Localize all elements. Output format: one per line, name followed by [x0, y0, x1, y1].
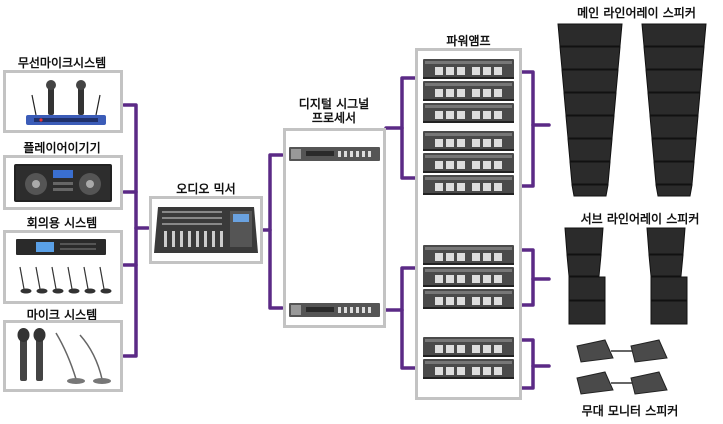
amplifier-box: [415, 48, 522, 400]
audio-mixer-icon: [154, 207, 258, 253]
processor-box: [283, 128, 386, 328]
signal-processor-icon: [289, 147, 380, 317]
amplifier-label: 파워앰프: [446, 34, 491, 48]
main-line-array-speaker-icon: [557, 23, 707, 197]
amp-group1-bracket: [400, 76, 417, 180]
amp-stack-monitor: [423, 337, 514, 379]
power-amplifier-icon: [423, 59, 514, 379]
sub-speaker-bracket: [520, 248, 535, 307]
processor-label-line1: 디지털 시그널: [298, 97, 370, 111]
microphone-system-icon: [17, 328, 111, 384]
processor-label: 디지털 시그널 프로세서: [278, 97, 390, 125]
wireless-mic-label: 무선마이크시스템: [17, 56, 107, 70]
monitor-speaker-label: 무대 모니터 스피커: [581, 404, 679, 418]
mixer-box: [149, 196, 263, 264]
input-bracket: [122, 103, 138, 358]
microphone-label: 마이크 시스템: [26, 308, 98, 322]
amp-group23-bracket: [400, 266, 417, 370]
conference-system-icon: [16, 239, 112, 294]
mixer-to-processor-bracket: [268, 153, 284, 310]
wireless-mic-box: [3, 70, 123, 133]
amp-stack-sub: [423, 245, 514, 309]
mixer-label: 오디오 믹서: [176, 182, 236, 196]
player-label: 플레이어이기기: [23, 141, 101, 155]
sub-line-array-speaker-icon: [564, 227, 688, 325]
player-box: [3, 155, 123, 210]
conference-box: [3, 230, 123, 304]
stage-monitor-speaker-icon: [576, 339, 668, 395]
sub-speaker-label: 서브 라인어레이 스피커: [580, 212, 700, 226]
microphone-box: [3, 320, 123, 392]
main-speaker-bracket: [520, 70, 535, 188]
cd-player-icon: [14, 164, 112, 202]
amp-stack-main: [423, 59, 514, 195]
wireless-mic-system-icon: [26, 80, 106, 125]
conference-label: 회의용 시스템: [26, 216, 98, 230]
main-speaker-label: 메인 라인어레이 스피커: [577, 6, 696, 20]
monitor-speaker-bracket: [520, 338, 535, 390]
processor-label-line2: 프로세서: [311, 111, 357, 125]
processor-unit-2: [289, 303, 380, 317]
processor-unit-1: [289, 147, 380, 161]
